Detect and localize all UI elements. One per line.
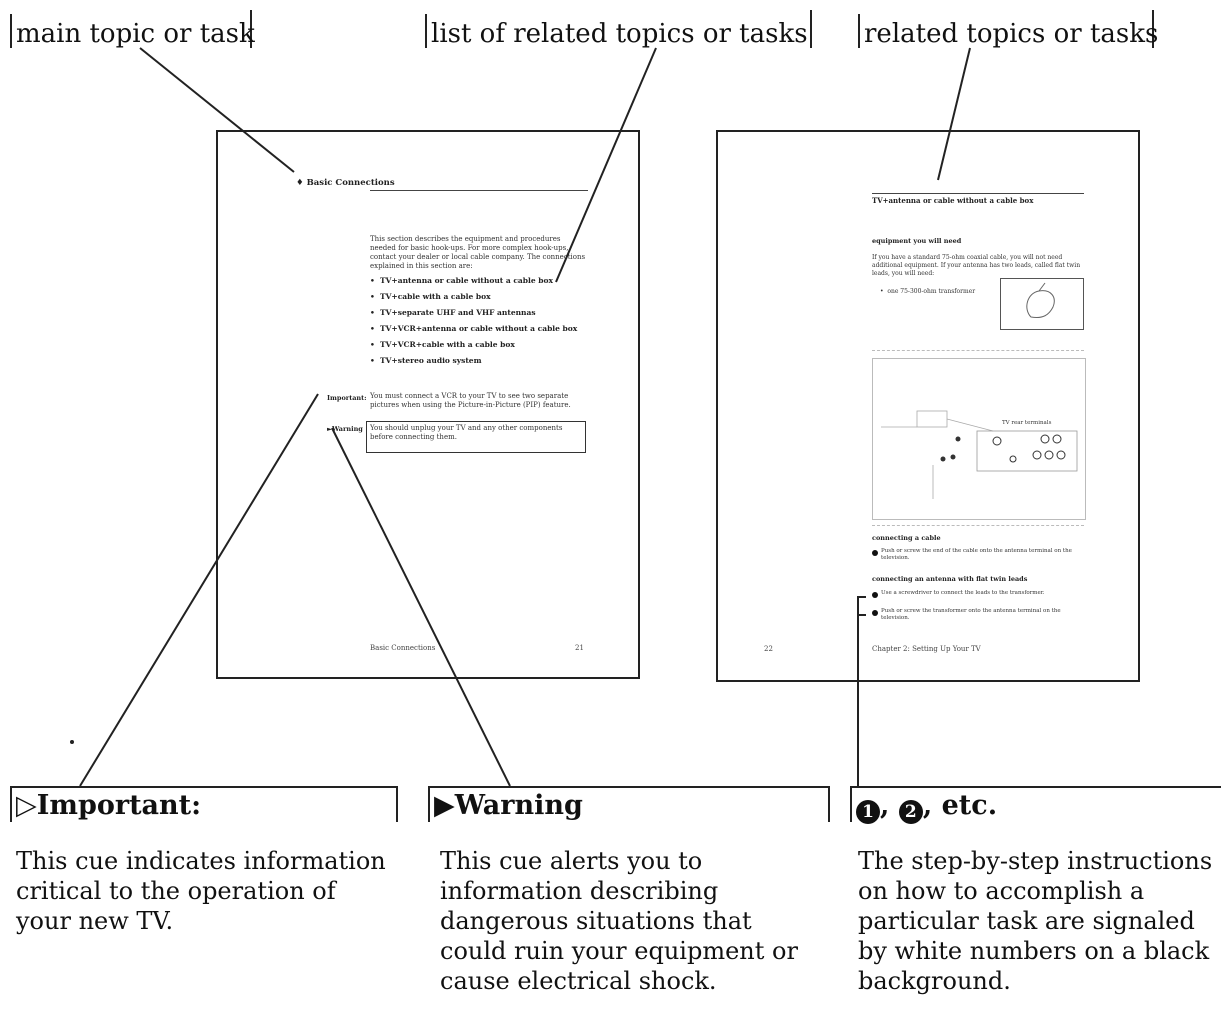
heading-rule: [370, 190, 588, 191]
callout-bracket-left: [858, 14, 860, 48]
left-page-intro: This section describes the equipment and…: [370, 235, 586, 270]
list-item: • TV+separate UHF and VHF antennas: [370, 308, 536, 317]
right-page-heading: TV+antenna or cable without a cable box: [872, 196, 1034, 205]
diagram-rule: [872, 525, 1084, 526]
important-cue-description: This cue indicates information critical …: [16, 847, 386, 935]
list-related-callout: list of related topics or tasks: [431, 19, 808, 49]
callout-bracket-right: [810, 10, 812, 48]
list-item: • TV+stereo audio system: [370, 356, 482, 365]
left-page-number: 21: [575, 644, 584, 652]
step-number-icon: [872, 610, 878, 616]
important-cue-title: ▷Important:: [16, 790, 202, 821]
cue-box-top: [850, 786, 1221, 788]
warning-label-small: ►Warning: [327, 425, 363, 433]
callout-bracket-right: [1152, 10, 1154, 48]
connection-diagram: [872, 358, 1086, 520]
related-topic-list: • TV+antenna or cable without a cable bo…: [370, 276, 577, 372]
tv-terminals-diagram: [881, 410, 1078, 499]
main-topic-callout: main topic or task: [16, 19, 255, 49]
heading-rule: [872, 193, 1084, 194]
cue-box-side: [10, 786, 12, 822]
steps-cue-description: The step-by-step instructions on how to …: [858, 847, 1213, 995]
warning-cue-title: ▶Warning: [434, 790, 583, 821]
list-item: • TV+cable with a cable box: [370, 292, 491, 301]
antenna-step-1: Use a screwdriver to connect the leads t…: [881, 590, 1045, 596]
callout-bracket-left: [10, 14, 12, 48]
equipment-heading: equipment you will need: [872, 237, 962, 245]
cue-box-top: [428, 786, 828, 788]
warning-box-small: You should unplug your TV and any other …: [366, 421, 586, 453]
left-page-footer: Basic Connections: [370, 644, 436, 652]
cable-heading: connecting a cable: [872, 534, 941, 542]
callout-bracket-left: [425, 14, 427, 48]
right-page: [716, 130, 1140, 682]
right-page-footer: Chapter 2: Setting Up Your TV: [872, 645, 981, 653]
transformer-illustration: [1000, 278, 1084, 330]
important-text-small: You must connect a VCR to your TV to see…: [370, 392, 571, 409]
left-page-heading: ♦ Basic Connections: [296, 178, 395, 188]
cue-box-side: [428, 786, 430, 822]
right-page-number: 22: [764, 645, 773, 653]
step-number-icon: [872, 550, 878, 556]
important-label-small: Important:: [327, 394, 367, 402]
step-number-icon: 2: [898, 800, 923, 824]
list-item: • TV+antenna or cable without a cable bo…: [370, 276, 553, 285]
cue-box-side: [850, 786, 852, 822]
transformer-icon: [1026, 282, 1055, 318]
antenna-step-2: Push or screw the transformer onto the a…: [881, 608, 1061, 621]
cue-box-top: [10, 786, 396, 788]
list-item: • TV+VCR+antenna or cable without a cabl…: [370, 324, 578, 333]
callout-bracket-right: [250, 10, 252, 48]
list-item: • TV+VCR+cable with a cable box: [370, 340, 515, 349]
related-topics-callout: related topics or tasks: [864, 19, 1159, 49]
diagram-rule: [872, 350, 1084, 351]
steps-cue-title: 1, 2, etc.: [856, 790, 997, 824]
cable-step: Push or screw the end of the cable onto …: [881, 548, 1072, 561]
warning-cue-description: This cue alerts you to information descr…: [440, 847, 798, 995]
step-number-icon: [872, 592, 878, 598]
left-page: [216, 130, 640, 679]
equipment-item: • one 75-300-ohm transformer: [880, 288, 976, 295]
step-number-icon: 1: [856, 800, 880, 824]
diagram-label: TV rear terminals: [1002, 420, 1052, 426]
cue-box-side: [828, 786, 830, 822]
equipment-text: If you have a standard 75-ohm coaxial ca…: [872, 254, 1081, 277]
antenna-heading: connecting an antenna with flat twin lea…: [872, 575, 1028, 583]
cue-box-side: [396, 786, 398, 822]
